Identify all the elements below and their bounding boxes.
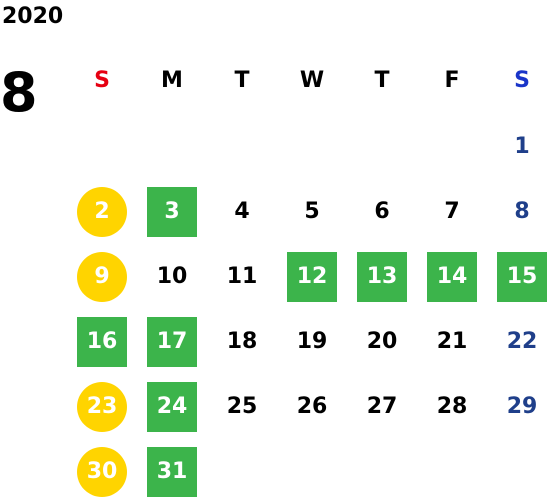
day-cell-20[interactable]: 20 — [347, 309, 417, 374]
highlight-square-marker — [147, 316, 197, 367]
highlight-square-marker — [357, 251, 407, 302]
highlight-square-marker — [147, 446, 197, 497]
day-cell-28[interactable]: 28 — [417, 374, 487, 439]
day-number: 19 — [296, 329, 328, 354]
day-number: 22 — [506, 329, 538, 354]
day-cell-31[interactable]: 31 — [137, 439, 207, 504]
holiday-circle-marker — [77, 251, 127, 302]
day-number: 25 — [226, 394, 258, 419]
day-number: 5 — [304, 199, 320, 224]
day-cell-22[interactable]: 22 — [487, 309, 548, 374]
weekday-header-4: T — [374, 67, 390, 93]
day-number: 20 — [366, 329, 398, 354]
day-cell-14[interactable]: 14 — [417, 244, 487, 309]
day-cell-15[interactable]: 15 — [487, 244, 548, 309]
highlight-square-marker — [497, 251, 547, 302]
day-number: 9 — [94, 264, 110, 289]
day-cell-16[interactable]: 16 — [67, 309, 137, 374]
day-number: 30 — [86, 459, 118, 484]
day-number: 11 — [226, 264, 258, 289]
day-cell-23[interactable]: 23 — [67, 374, 137, 439]
day-number: 8 — [514, 199, 530, 224]
day-cell-19[interactable]: 19 — [277, 309, 347, 374]
highlight-square-marker — [427, 251, 477, 302]
day-cell-9[interactable]: 9 — [67, 244, 137, 309]
weekday-header-3: W — [299, 67, 325, 93]
day-number: 26 — [296, 394, 328, 419]
empty-day-cell — [67, 114, 137, 179]
holiday-circle-marker — [77, 186, 127, 237]
day-number: 6 — [374, 199, 390, 224]
day-cell-18[interactable]: 18 — [207, 309, 277, 374]
weekday-header-2: T — [234, 67, 250, 93]
highlight-square-marker — [77, 316, 127, 367]
empty-day-cell — [207, 114, 277, 179]
weekday-header-0: S — [94, 67, 110, 93]
empty-day-cell — [277, 114, 347, 179]
weekday-header-5: F — [444, 67, 460, 93]
holiday-circle-marker — [77, 381, 127, 432]
day-cell-29[interactable]: 29 — [487, 374, 548, 439]
day-number: 16 — [86, 329, 118, 354]
day-cell-12[interactable]: 12 — [277, 244, 347, 309]
empty-day-cell — [137, 114, 207, 179]
day-cell-10[interactable]: 10 — [137, 244, 207, 309]
day-number: 28 — [436, 394, 468, 419]
day-number: 12 — [296, 264, 328, 289]
day-number: 7 — [444, 199, 460, 224]
holiday-circle-marker — [77, 446, 127, 497]
day-cell-8[interactable]: 8 — [487, 179, 548, 244]
day-cell-21[interactable]: 21 — [417, 309, 487, 374]
day-cell-5[interactable]: 5 — [277, 179, 347, 244]
weekday-header-1: M — [161, 67, 183, 93]
day-cell-26[interactable]: 26 — [277, 374, 347, 439]
day-number: 2 — [94, 199, 110, 224]
year-label: 2020 — [2, 4, 64, 29]
day-cell-17[interactable]: 17 — [137, 309, 207, 374]
day-number: 18 — [226, 329, 258, 354]
day-number: 10 — [156, 264, 188, 289]
day-cell-7[interactable]: 7 — [417, 179, 487, 244]
day-number: 24 — [156, 394, 188, 419]
weekday-header-6: S — [514, 67, 530, 93]
day-number: 27 — [366, 394, 398, 419]
day-number: 15 — [506, 264, 538, 289]
highlight-square-marker — [147, 381, 197, 432]
day-number: 4 — [234, 199, 250, 224]
day-number: 3 — [164, 199, 180, 224]
month-number: 8 — [0, 61, 38, 124]
day-number: 14 — [436, 264, 468, 289]
day-cell-11[interactable]: 11 — [207, 244, 277, 309]
day-cell-6[interactable]: 6 — [347, 179, 417, 244]
day-number: 31 — [156, 459, 188, 484]
empty-day-cell — [417, 114, 487, 179]
day-number: 21 — [436, 329, 468, 354]
day-cell-27[interactable]: 27 — [347, 374, 417, 439]
day-cell-2[interactable]: 2 — [67, 179, 137, 244]
day-cell-1[interactable]: 1 — [487, 114, 548, 179]
day-cell-4[interactable]: 4 — [207, 179, 277, 244]
day-cell-3[interactable]: 3 — [137, 179, 207, 244]
day-number: 1 — [514, 134, 530, 159]
day-number: 17 — [156, 329, 188, 354]
day-cell-24[interactable]: 24 — [137, 374, 207, 439]
day-cell-30[interactable]: 30 — [67, 439, 137, 504]
day-cell-25[interactable]: 25 — [207, 374, 277, 439]
day-number: 29 — [506, 394, 538, 419]
day-number: 13 — [366, 264, 398, 289]
highlight-square-marker — [147, 186, 197, 237]
highlight-square-marker — [287, 251, 337, 302]
day-cell-13[interactable]: 13 — [347, 244, 417, 309]
day-number: 23 — [86, 394, 118, 419]
empty-day-cell — [347, 114, 417, 179]
